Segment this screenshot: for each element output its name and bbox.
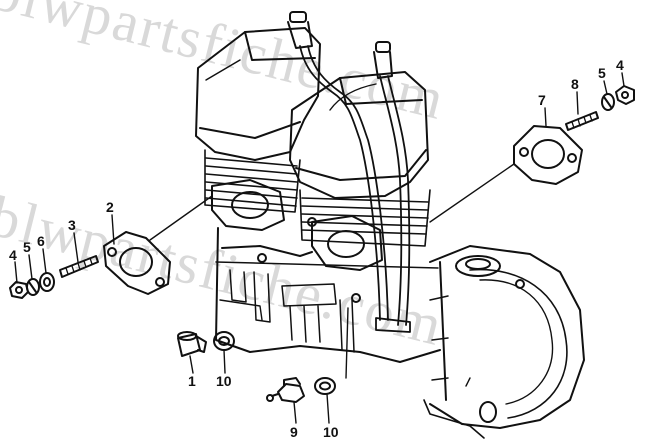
- right-spring-washer: [601, 93, 615, 111]
- drain-plug: [177, 331, 207, 357]
- callout-sealing-ring-left-number: 10: [216, 373, 232, 389]
- right-gasket: [513, 125, 583, 185]
- exhaust-ports: [211, 179, 383, 271]
- alternator-cover: [423, 245, 585, 439]
- temperature-sensor: [266, 377, 305, 403]
- callout-left-spring-washer-number: 5: [23, 239, 31, 255]
- cylinder-barrel-left: [204, 149, 301, 213]
- callout-right-nut-number: 4: [616, 57, 624, 73]
- callout-sealing-ring-bottom-number: 10: [323, 424, 339, 440]
- right-nut: [615, 85, 635, 105]
- right-stud: [565, 111, 599, 131]
- left-gasket: [103, 231, 171, 295]
- left-washer: [39, 272, 55, 292]
- sealing-ring-bottom: [314, 377, 336, 395]
- left-spring-washer: [26, 278, 40, 296]
- cylinder-head-left: [195, 27, 321, 161]
- callout-drain-plug-number: 1: [188, 373, 196, 389]
- callout-right-stud-number: 8: [571, 76, 579, 92]
- callout-temperature-sensor-number: 9: [290, 424, 298, 440]
- callout-left-gasket-number: 2: [106, 199, 114, 215]
- leader-lines: [14, 72, 625, 424]
- left-stud: [59, 255, 99, 278]
- callout-left-stud-number: 3: [68, 217, 76, 233]
- callout-left-nut-number: 4: [9, 247, 17, 263]
- cylinder-barrel-right: [299, 189, 431, 247]
- callout-right-spring-washer-number: 5: [598, 65, 606, 81]
- ht-leads: [299, 45, 411, 333]
- callout-left-washer-number: 6: [37, 233, 45, 249]
- left-nut: [9, 281, 29, 299]
- crankcase: [215, 217, 441, 363]
- callout-right-gasket-number: 7: [538, 92, 546, 108]
- spark-plug-caps: [287, 11, 393, 79]
- cylinder-head-right: [289, 71, 429, 199]
